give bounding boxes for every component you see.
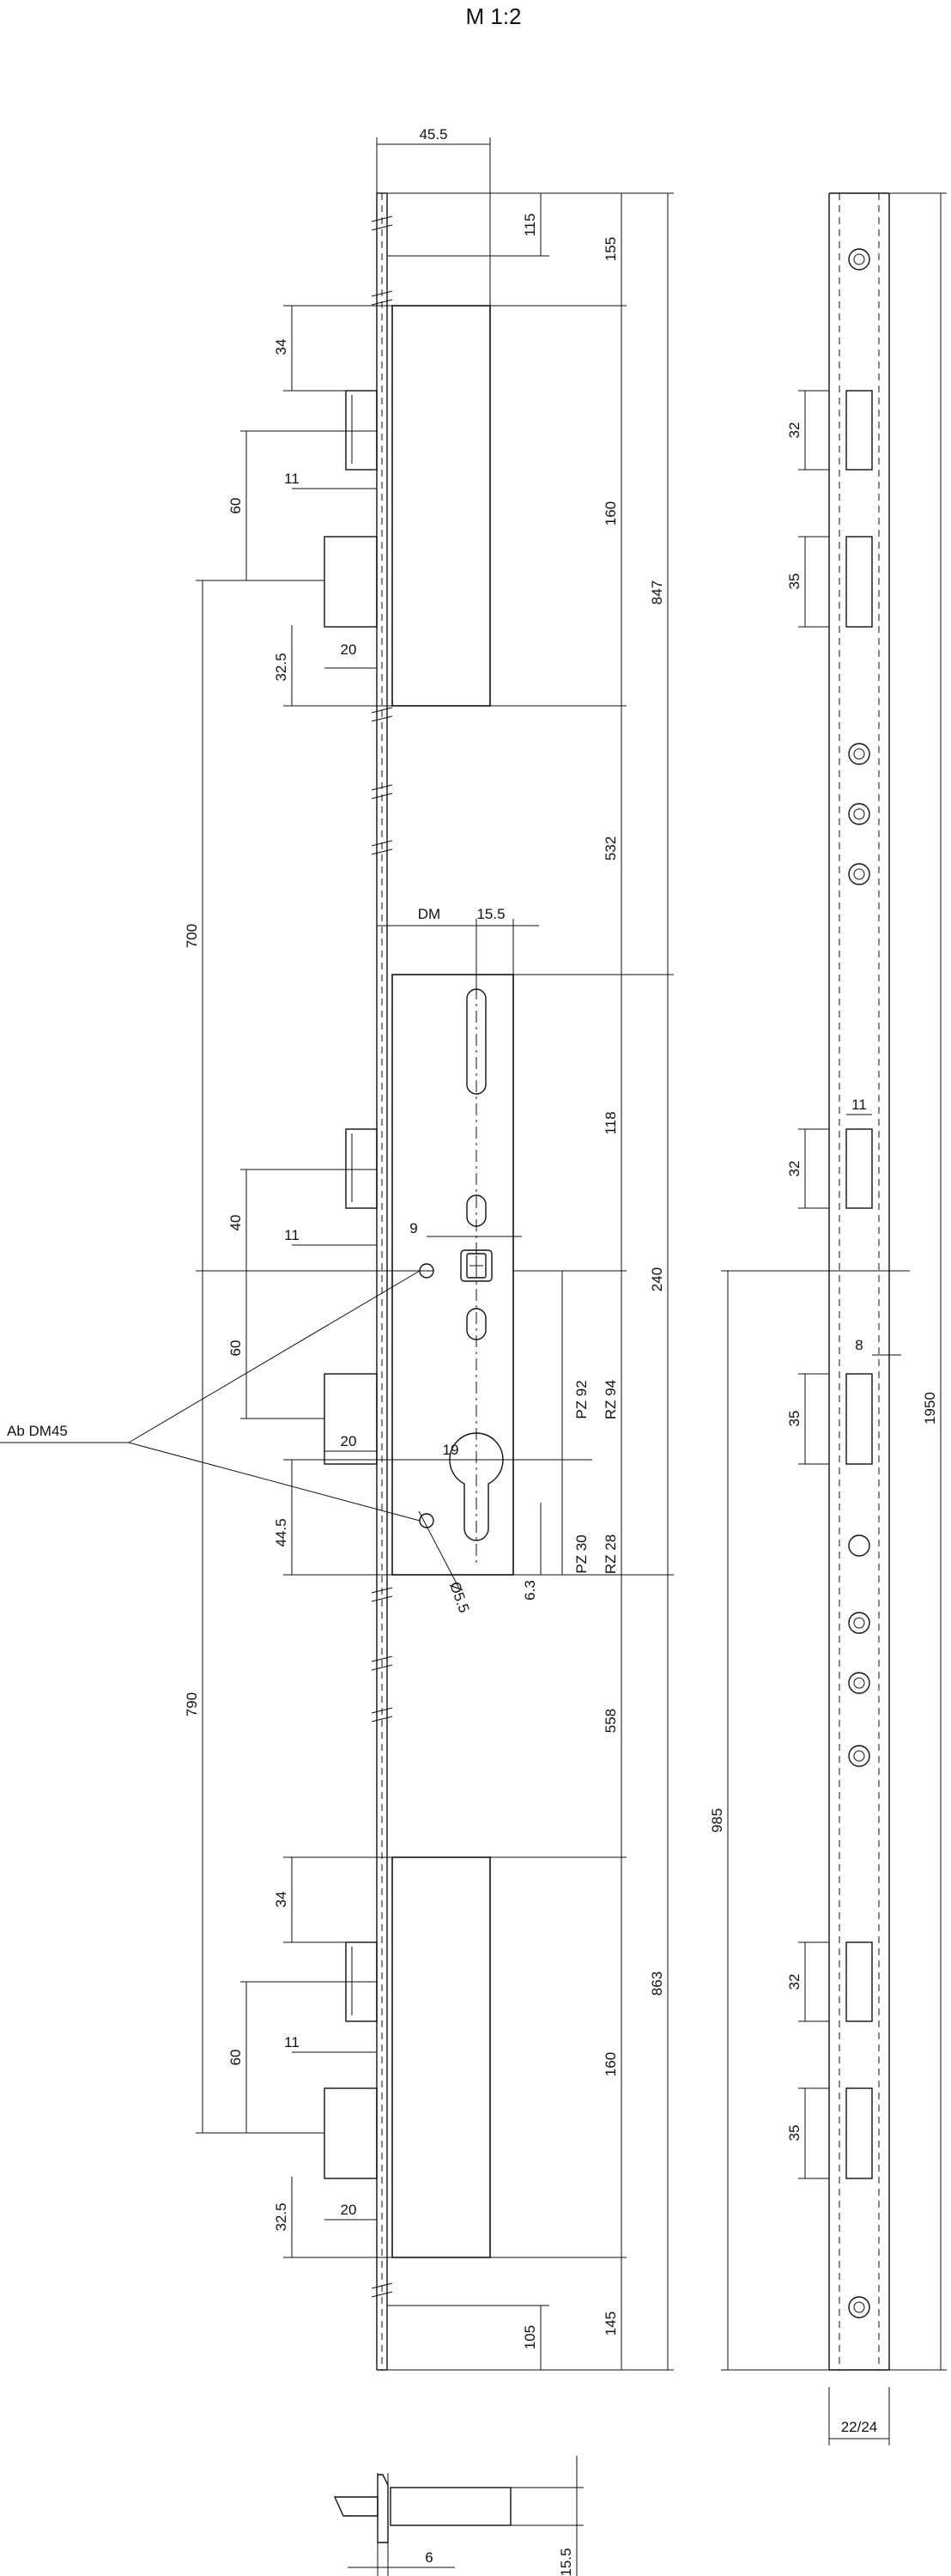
dim-155: 155 (603, 237, 619, 261)
dimension-lines (0, 137, 674, 2371)
dim-dm: DM (418, 906, 440, 922)
dim-160-upper: 160 (603, 501, 619, 526)
dim-9: 9 (409, 1220, 417, 1236)
dim-558: 558 (603, 1709, 619, 1733)
dim-790: 790 (184, 1692, 200, 1716)
bolts-left (324, 390, 378, 2179)
dim-35-rail-3: 35 (786, 2125, 803, 2142)
dim-700: 700 (184, 924, 200, 948)
dim-60-mid: 60 (227, 1340, 244, 1357)
dim-11-rail: 11 (851, 1097, 867, 1113)
dim-118: 118 (603, 1111, 619, 1134)
dim-6: 6 (425, 2549, 433, 2566)
dim-22-24: 22/24 (841, 2419, 878, 2435)
dim-15-5: 15.5 (476, 906, 505, 922)
upper-gear-housing (391, 305, 491, 707)
dim-1950: 1950 (922, 1392, 938, 1425)
label-ab-dm45: Ab DM45 (7, 1423, 68, 1439)
dim-15-5-bottom: 15.5 (558, 2548, 574, 2576)
dim-20-mid: 20 (341, 1433, 357, 1449)
dim-32-5-lower: 32.5 (273, 2202, 289, 2231)
strike-rail (721, 192, 947, 2445)
faceplate-left (371, 192, 393, 2371)
dim-532: 532 (603, 836, 619, 860)
dim-20-upper: 20 (341, 641, 357, 658)
lock-features (419, 987, 504, 1563)
dim-145: 145 (603, 2312, 619, 2336)
bottom-detail (333, 2456, 584, 2576)
dim-20-lower: 20 (341, 2202, 357, 2218)
lower-gear-housing (391, 1856, 491, 2258)
dim-35-rail-2: 35 (786, 1411, 803, 1427)
dim-985: 985 (709, 1808, 725, 1832)
dim-847: 847 (649, 580, 665, 605)
dim-34-lower: 34 (273, 1892, 289, 1908)
main-lock-body (391, 974, 514, 1576)
dim-45-5: 45.5 (419, 126, 447, 143)
label-rz94: RZ 94 (603, 1380, 619, 1419)
dim-160-lower: 160 (603, 2052, 619, 2076)
dim-11-mid: 11 (284, 1227, 300, 1243)
dim-44-5: 44.5 (273, 1518, 289, 1546)
scale-title: M 1:2 (465, 3, 521, 29)
dim-34-upper: 34 (273, 339, 289, 355)
dimension-texts: 45.5 115 155 34 60 11 160 847 32.5 20 53… (7, 126, 938, 2576)
dim-35-rail-1: 35 (786, 574, 803, 590)
dim-phi-5-5: Ø5.5 (446, 1580, 472, 1615)
dim-105: 105 (522, 2325, 538, 2349)
dim-6-3: 6.3 (522, 1580, 538, 1601)
dim-32-rail-1: 32 (786, 422, 803, 439)
label-rz28: RZ 28 (603, 1534, 619, 1574)
label-pz30: PZ 30 (573, 1534, 590, 1573)
dim-863: 863 (649, 1971, 665, 1996)
dim-60-lower: 60 (227, 2050, 244, 2066)
dim-19: 19 (443, 1442, 459, 1458)
dim-32-rail-2: 32 (786, 1161, 803, 1177)
dim-60-upper: 60 (227, 498, 244, 514)
dim-32-rail-3: 32 (786, 1974, 803, 1990)
dim-115: 115 (522, 213, 538, 236)
dim-8-rail: 8 (855, 1337, 863, 1353)
dim-11-upper: 11 (284, 471, 300, 487)
dim-11-lower: 11 (284, 2034, 300, 2050)
label-pz92: PZ 92 (573, 1380, 590, 1419)
dim-40: 40 (227, 1215, 244, 1231)
dim-32-5-upper: 32.5 (273, 653, 289, 681)
dim-240: 240 (649, 1267, 665, 1291)
